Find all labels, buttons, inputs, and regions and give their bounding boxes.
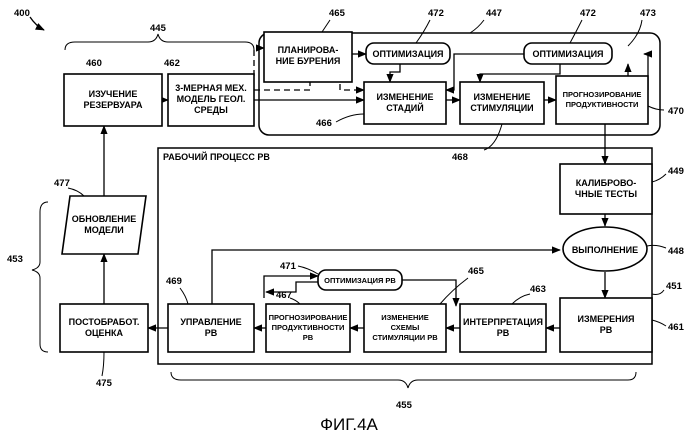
left-brace: 453 [7,202,48,352]
svg-text:465: 465 [468,266,485,277]
svg-text:ИЗУЧЕНИЕРЕЗЕРВУАРА: ИЗУЧЕНИЕРЕЗЕРВУАРА [84,89,143,110]
rv-measurements-box: ИЗМЕРЕНИЯРВ 461 [560,298,685,352]
stage-change-box: ИЗМЕНЕНИЕСТАДИЙ 466 [316,82,446,129]
svg-text:467: 467 [276,290,292,301]
svg-text:455: 455 [396,400,413,411]
svg-text:ОПТИМИЗАЦИЯ РВ: ОПТИМИЗАЦИЯ РВ [324,276,396,285]
svg-text:400: 400 [14,8,30,19]
model-update-parallelogram: ОБНОВЛЕНИЕМОДЕЛИ 477 [54,178,146,254]
optimization-1-box: ОПТИМИЗАЦИЯ 472 [366,8,450,64]
svg-text:472: 472 [580,8,596,19]
svg-text:ПРОГНОЗИРОВАНИЕПРОДУКТИВНОСТИ: ПРОГНОЗИРОВАНИЕПРОДУКТИВНОСТИ [563,90,642,109]
execution-ellipse: ВЫПОЛНЕНИЕ 448 [563,227,684,271]
geo-model-box: 3-МЕРНАЯ МЕХ.МОДЕЛЬ ГЕОЛ.СРЕДЫ 462 [164,58,254,126]
top-arrow-ref: 473 [628,8,656,46]
svg-text:462: 462 [164,58,180,69]
svg-text:КАЛИБРОВО-ЧНЫЕ ТЕСТЫ: КАЛИБРОВО-ЧНЫЕ ТЕСТЫ [575,178,637,199]
bottom-brace: 455 [171,372,636,411]
svg-text:449: 449 [668,166,684,177]
drilling-plan-box: ПЛАНИРОВА-НИЕ БУРЕНИЯ 465 [264,8,352,82]
svg-text:477: 477 [54,178,70,189]
svg-text:РАБОЧИЙ ПРОЦЕСС РВ: РАБОЧИЙ ПРОЦЕСС РВ [163,151,270,162]
top-brace: 445 [65,23,254,50]
svg-text:475: 475 [96,378,113,389]
svg-text:465: 465 [329,8,346,19]
svg-text:463: 463 [530,284,546,295]
calibration-tests-box: КАЛИБРОВО-ЧНЫЕ ТЕСТЫ 449 [560,164,684,214]
stim-change-box: ИЗМЕНЕНИЕСТИМУЛЯЦИИ 468 [452,82,544,163]
svg-text:466: 466 [316,118,332,129]
svg-text:468: 468 [452,152,468,163]
rv-productivity-box: ПРОГНОЗИРОВАНИЕПРОДУКТИВНОСТИРВ 467 [266,290,350,352]
rv-interpretation-box: ИНТЕРПРЕТАЦИЯРВ 463 [460,284,546,352]
figure-number-ref: 400 [14,8,44,30]
productivity-forecast-box: ПРОГНОЗИРОВАНИЕПРОДУКТИВНОСТИ 470 [556,76,684,124]
svg-text:473: 473 [640,8,656,19]
optimization-2-box: ОПТИМИЗАЦИЯ 472 [524,8,612,64]
reservoir-study-box: ИЗУЧЕНИЕРЕЗЕРВУАРА 460 [64,58,162,126]
svg-text:460: 460 [86,58,102,69]
svg-text:461: 461 [668,322,685,333]
svg-text:447: 447 [486,8,502,19]
svg-text:ОПТИМИЗАЦИЯ: ОПТИМИЗАЦИЯ [532,49,603,59]
figure-caption: ФИГ.4А [320,415,378,434]
post-eval-box: ПОСТОБРАБОТ.ОЦЕНКА 475 [60,304,148,389]
svg-text:472: 472 [428,8,444,19]
svg-text:ПЛАНИРОВА-НИЕ БУРЕНИЯ: ПЛАНИРОВА-НИЕ БУРЕНИЯ [276,45,341,66]
svg-text:451: 451 [666,281,683,292]
svg-text:471: 471 [280,261,297,272]
svg-text:448: 448 [668,246,684,257]
svg-text:469: 469 [166,276,182,287]
svg-text:ОПТИМИЗАЦИЯ: ОПТИМИЗАЦИЯ [372,49,443,59]
svg-text:ИЗМЕНЕНИЕСТИМУЛЯЦИИ: ИЗМЕНЕНИЕСТИМУЛЯЦИИ [470,92,533,113]
rv-control-box: УПРАВЛЕНИЕРВ 469 [166,276,254,352]
svg-text:ВЫПОЛНЕНИЕ: ВЫПОЛНЕНИЕ [572,245,638,255]
svg-text:470: 470 [668,106,684,117]
svg-text:453: 453 [7,254,23,265]
svg-text:445: 445 [150,23,167,34]
